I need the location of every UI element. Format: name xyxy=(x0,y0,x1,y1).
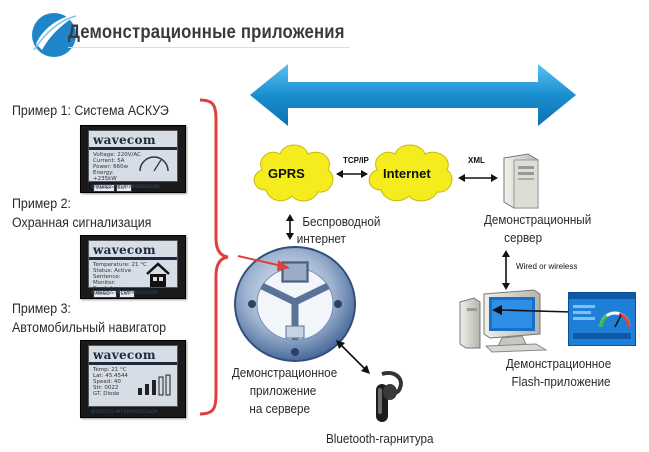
gprs-label: GPRS xyxy=(268,166,305,181)
device-button: EXIT xyxy=(116,184,132,192)
example-2-label-line1: Пример 2: xyxy=(12,196,71,211)
flash-app-gauge-icon xyxy=(599,311,631,328)
flash-app-label-line1: Демонстрационное xyxy=(505,356,612,371)
wired-or-wireless-label: Wired or wireless xyxy=(516,262,578,271)
data-exchange-double-arrow xyxy=(250,64,576,126)
example-3-device-screen: wavecom Temp: 21 °C Lat: 45.4544 Speed: … xyxy=(80,340,186,418)
device-readout-line: Front door xyxy=(93,286,122,292)
wireless-internet-label-line1: Беспроводной xyxy=(302,214,381,229)
bluetooth-headset-label: Bluetooth-гарнитура xyxy=(325,431,434,446)
internet-cloud xyxy=(368,144,453,202)
device-readout-line: GT. Diode xyxy=(93,391,120,397)
xml-label: XML xyxy=(468,156,485,165)
device-brand-logo: wavecom xyxy=(93,348,156,362)
title-underline xyxy=(68,47,350,48)
example-1-label: Пример 1: Система АСКУЭ xyxy=(12,103,169,118)
example-1-device-screen: wavecom Voltage: 220V/AC Current: 5A Pow… xyxy=(80,125,186,193)
device-brand-logo: wavecom xyxy=(93,243,156,257)
server-app-label-line3: на сервере xyxy=(249,401,311,416)
bluetooth-headset-icon xyxy=(376,371,403,422)
device-button: TAMPER xyxy=(93,184,115,192)
example-2-device-screen: wavecom Temperature: 21 °C Status: Activ… xyxy=(80,235,186,299)
wired-wireless-arrow xyxy=(502,250,510,290)
device-readout-line: Temperature: 21 °C xyxy=(93,262,147,268)
demo-server-label-line1: Демонстрационный xyxy=(483,212,592,227)
page-title: Демонстрационные приложения xyxy=(68,22,345,43)
flash-app-titlebar xyxy=(569,293,635,299)
server-tower-icon xyxy=(503,153,539,209)
device-readout-line: Energy: xyxy=(93,170,114,176)
device-status: SUPPLY: ON xyxy=(135,185,161,190)
flash-app-window xyxy=(568,292,636,346)
device-readout-line: Speed: 40 xyxy=(93,379,121,385)
device-button: ARMED xyxy=(93,290,117,298)
device-readout-line: Monitor: xyxy=(93,280,116,286)
device-readout-line: Voltage: 220V/AC xyxy=(93,152,141,158)
monitor-pointer-arrow xyxy=(492,305,573,315)
header-logo-swoosh-icon xyxy=(32,13,78,57)
gauge-icon xyxy=(139,156,169,172)
tcpip-double-arrow xyxy=(336,170,368,178)
device-brand-logo: wavecom xyxy=(93,133,156,147)
tcpip-label: TCP/IP xyxy=(343,156,369,165)
example-3-label-line2: Автомобильный навигатор xyxy=(12,320,167,335)
wireless-internet-arrow xyxy=(286,214,294,240)
device-readout-line: Current: 5A xyxy=(93,158,125,164)
xml-double-arrow xyxy=(458,174,498,182)
device-footer: WIRELESS MICROPROCESSOR xyxy=(91,185,159,190)
device-readout-line: Sentence: xyxy=(93,274,121,280)
internet-label: Internet xyxy=(383,166,431,181)
flash-app-label-line2: Flash-приложение xyxy=(511,374,611,389)
device-readout-line: Str: 0022 xyxy=(93,385,119,391)
demo-board-device xyxy=(234,246,356,362)
device-footer: WIRELESS MICROPROCESSOR xyxy=(91,410,159,415)
device-readout-line: Lat: 45.4544 xyxy=(93,373,128,379)
bluetooth-link-arrow xyxy=(336,340,370,374)
house-icon xyxy=(146,262,170,287)
device-readout-line: Status: Active xyxy=(93,268,132,274)
device-footer: WIRELESS MICROPROCESSOR xyxy=(91,291,159,296)
pointer-arrow xyxy=(237,255,290,271)
server-app-label-line1: Демонстрационное xyxy=(231,365,338,380)
signal-bars-icon xyxy=(138,374,171,396)
server-app-label-line2: приложение xyxy=(249,383,317,398)
device-readout-line: Power: 660w xyxy=(93,164,129,170)
gprs-cloud xyxy=(253,144,334,202)
example-2-label-line2: Охранная сигнализация xyxy=(12,215,152,230)
device-readout-line: Temp: 21 °C xyxy=(93,367,127,373)
wireless-internet-label-line2: интернет xyxy=(296,231,346,246)
device-readout-line: +235kW xyxy=(93,176,117,182)
demo-server-label-line2: сервер xyxy=(504,230,543,245)
device-button: EXIT xyxy=(119,290,135,298)
desktop-computer-icon xyxy=(459,289,548,353)
grouping-bracket xyxy=(199,98,229,416)
example-3-label-line1: Пример 3: xyxy=(12,301,71,316)
